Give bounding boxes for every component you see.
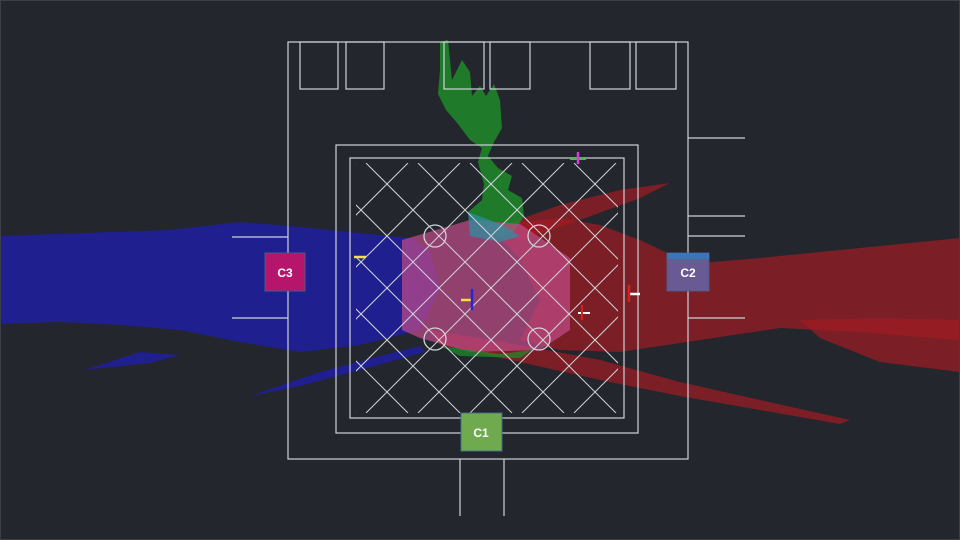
column-bottom-left — [423, 327, 447, 351]
coverage-c1 — [438, 40, 524, 238]
lattice-line — [356, 163, 565, 372]
marker-right-mid — [578, 305, 590, 320]
lattice-line — [469, 264, 618, 413]
coverage-c3 — [0, 222, 440, 352]
coverage-c2-lower-beam — [430, 330, 850, 424]
coverage-c3-streak — [250, 346, 425, 396]
camera-c2-icon[interactable] — [666, 252, 710, 292]
coverage-overlap — [402, 220, 570, 352]
lattice-line — [356, 163, 461, 268]
lattice-line — [356, 163, 513, 320]
top-cabinet-2 — [345, 41, 385, 90]
camera-c1[interactable]: C1 — [460, 412, 503, 452]
coverage-c3-streak-2 — [85, 352, 180, 370]
lattice-line — [521, 316, 618, 413]
coverage-c2-right-tail — [800, 318, 960, 372]
lattice-line — [356, 360, 409, 413]
columns — [423, 224, 551, 351]
coverage-layer — [0, 40, 960, 424]
top-cabinet-4 — [489, 41, 531, 90]
camera-c3-icon[interactable] — [264, 252, 306, 292]
lattice-line — [356, 308, 461, 413]
camera-c3-label: C3 — [277, 266, 293, 280]
floor-plan-lines — [232, 41, 745, 516]
lattice-line — [417, 212, 618, 413]
column-bottom-right — [527, 327, 551, 351]
camera-c1-label: C1 — [473, 426, 489, 440]
top-cabinet-6 — [635, 41, 677, 90]
lattice-line — [573, 368, 618, 413]
camera-c2-label: C2 — [680, 266, 696, 280]
lattice-line — [521, 163, 618, 260]
camera-c2[interactable]: C2 — [666, 252, 710, 292]
coverage-c2 — [500, 218, 960, 352]
marker-top — [570, 152, 586, 164]
coverage-overlap-green-bottom — [440, 346, 532, 358]
lattice-line — [356, 163, 409, 216]
outer-wall — [287, 41, 689, 460]
lattice-pattern — [356, 163, 618, 413]
column-top-left — [423, 224, 447, 248]
marker-center — [461, 289, 474, 310]
sensor-markers — [354, 152, 640, 320]
lattice-line — [365, 163, 617, 413]
camera-c2-top-strip — [667, 253, 709, 259]
camera-c3[interactable]: C3 — [264, 252, 306, 292]
column-top-right — [527, 224, 551, 248]
top-cabinet-3 — [443, 41, 485, 90]
top-cabinet-1 — [299, 41, 339, 90]
coverage-overlap-teal — [468, 212, 520, 242]
top-cabinet-5 — [589, 41, 631, 90]
camera-c1-icon[interactable] — [460, 412, 503, 452]
marker-right — [627, 285, 640, 302]
lattice-line — [573, 163, 618, 208]
